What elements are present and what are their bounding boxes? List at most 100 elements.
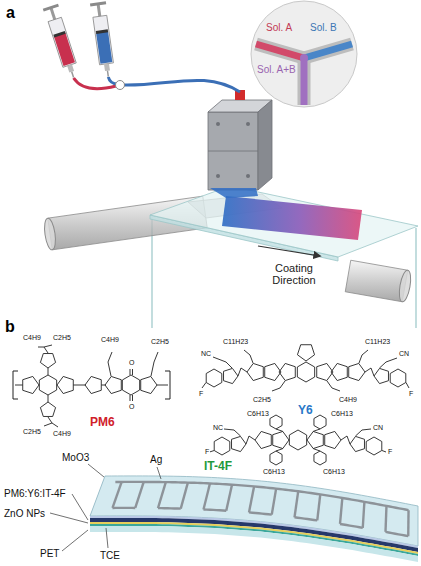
bond-line [106,528,108,548]
tube [124,80,240,92]
ring-bond [224,368,238,383]
solution-label: Sol. B [310,22,337,33]
bond-line [44,417,52,426]
bond-line [135,482,143,508]
illustration-part [107,71,109,77]
ring-bond [214,437,230,455]
illustration-part [53,31,65,38]
ring-bond [366,437,382,455]
bond-line [341,436,350,444]
bond-line [38,347,48,353]
bond-line [246,436,255,444]
ring-bond [23,376,39,393]
y-connector [298,58,311,105]
bond-line [130,369,131,375]
bond-line [272,381,285,391]
syringe [43,4,81,80]
illustration-part [54,33,75,66]
bond-line [365,368,374,376]
bolt [246,174,250,178]
bond-line [244,350,253,363]
ring-bond [232,436,246,451]
bond-line [340,498,342,524]
direction-label: Coating Direction [262,262,326,286]
coated-film [222,196,362,240]
illustration-part [96,29,108,34]
ring-bond [325,431,341,448]
bond-line [108,352,112,376]
y6-structure [202,345,409,391]
substituent-label: C4H9 [22,334,42,342]
ring-bond [255,431,271,448]
bond-line [73,385,86,386]
slot-die [208,90,272,198]
bond-line [276,449,283,451]
substituent-label: C6H13 [246,410,270,418]
substituent-label: C6H13 [262,468,286,476]
illustration-part [48,17,76,67]
bond-line [158,482,166,508]
ring-bond [273,431,289,448]
roller-end [397,269,412,302]
bond-line [356,429,372,436]
solution-channel [304,44,352,58]
illustration-part [93,15,114,64]
bond-line [151,352,158,376]
bond-line [382,451,386,453]
ring-bond [270,415,282,429]
device-stack [90,476,418,562]
bond-line [62,530,88,551]
ring-bond [349,363,365,380]
pm6-structure [13,345,170,427]
layer-label: PET [40,548,59,559]
ring-bond [307,431,323,448]
ring-bond [122,375,139,395]
slot-die-side [258,100,272,190]
layer-label: Ag [150,454,162,465]
layer-label: PM6:Y6:IT-4F [4,488,66,499]
bond-line [165,371,170,399]
ring-bond [297,345,314,361]
bond-line [208,151,258,152]
y-connector [116,81,125,90]
compound-name: Y6 [298,404,313,417]
bond-line [407,510,410,536]
ag-electrode [113,482,409,536]
device-layer [90,526,418,562]
solution-channel [300,54,308,62]
callout-outline [248,0,360,108]
bond-line [380,358,398,368]
ring-bond [247,363,263,380]
substituent-label: C2H5 [22,428,42,436]
bond-line [313,429,320,431]
solution-channel [301,58,308,105]
substituent-label: C2H5 [150,338,170,346]
ring-bond [105,376,121,393]
substituent-label: C6H13 [330,410,354,418]
ring-bond [350,436,364,451]
substituent-label: C4H9 [52,430,72,438]
substituent-label: C6H13 [322,468,346,476]
substituent-label: C4H9 [338,396,358,404]
panel-letter: b [5,318,15,336]
illustration-part [96,31,112,63]
substituent-label: C11H23 [364,338,391,346]
y-connector [256,44,304,58]
bond-line [327,381,340,391]
bond-line [238,368,247,376]
ring-bond [39,375,56,395]
ring-bond [390,369,406,387]
bond-line [202,383,206,389]
bolt [216,174,220,178]
bond-line [415,228,416,328]
bond-line [50,513,88,523]
bond-line [44,345,52,347]
coated-film [222,196,362,240]
bond-line [249,486,254,512]
y-connector [304,44,352,58]
roller-body [345,260,408,302]
ring-bond [297,362,314,382]
ring-bond [314,451,326,465]
bond-line [113,507,136,509]
